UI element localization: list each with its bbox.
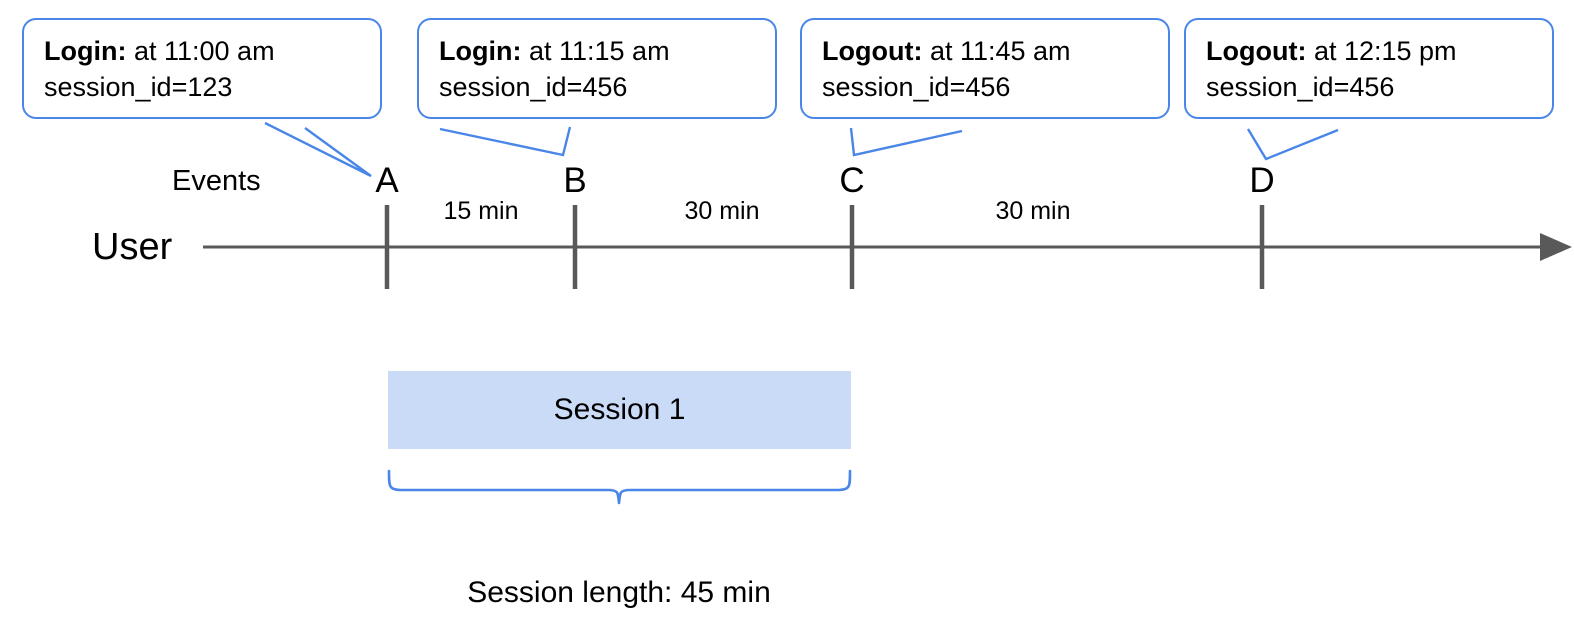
- callout-c-time: at 11:45 am: [922, 36, 1071, 66]
- event-label-b: B: [563, 161, 587, 200]
- events-row-label: Events: [172, 165, 261, 197]
- callout-bubble-c: Logout: at 11:45 am session_id=456: [800, 18, 1170, 120]
- callout-bubble-a: Login: at 11:00 am session_id=123: [22, 18, 382, 120]
- session-brace: [387, 469, 852, 505]
- event-label-c: C: [839, 161, 865, 200]
- callout-c-session-id: session_id=456: [822, 71, 1011, 102]
- callout-a-session-id: session_id=123: [44, 71, 233, 102]
- callout-a-tail: [264, 121, 372, 178]
- callout-a-event-type: Login:: [44, 36, 127, 66]
- interval-label-bc: 30 min: [684, 197, 760, 225]
- callout-d-tail: [1246, 128, 1339, 161]
- callout-b-time: at 11:15 am: [521, 36, 670, 66]
- callout-b-session-id: session_id=456: [439, 71, 628, 102]
- callout-bubble-d: Logout: at 12:15 pm session_id=456: [1184, 18, 1554, 120]
- interval-label-ab: 15 min: [443, 197, 519, 225]
- timeline-arrowhead-icon: [1540, 233, 1572, 261]
- callout-d-event-type: Logout:: [1206, 36, 1307, 66]
- callout-bubble-b: Login: at 11:15 am session_id=456: [417, 18, 777, 120]
- session-length-caption: Session length: 45 min: [467, 576, 771, 609]
- callout-b-tail: [439, 126, 572, 157]
- event-label-a: A: [375, 161, 399, 200]
- callout-d-session-id: session_id=456: [1206, 71, 1395, 102]
- session-bar-label: Session 1: [553, 393, 686, 426]
- user-row-label: User: [92, 226, 173, 268]
- callout-a-time: at 11:00 am: [126, 36, 275, 66]
- callout-d-time: at 12:15 pm: [1306, 36, 1457, 66]
- callout-c-event-type: Logout:: [822, 36, 923, 66]
- interval-label-cd: 30 min: [995, 197, 1071, 225]
- event-label-d: D: [1249, 161, 1275, 200]
- session-bar: Session 1: [388, 371, 851, 449]
- callout-c-tail: [849, 127, 963, 157]
- callout-b-event-type: Login:: [439, 36, 522, 66]
